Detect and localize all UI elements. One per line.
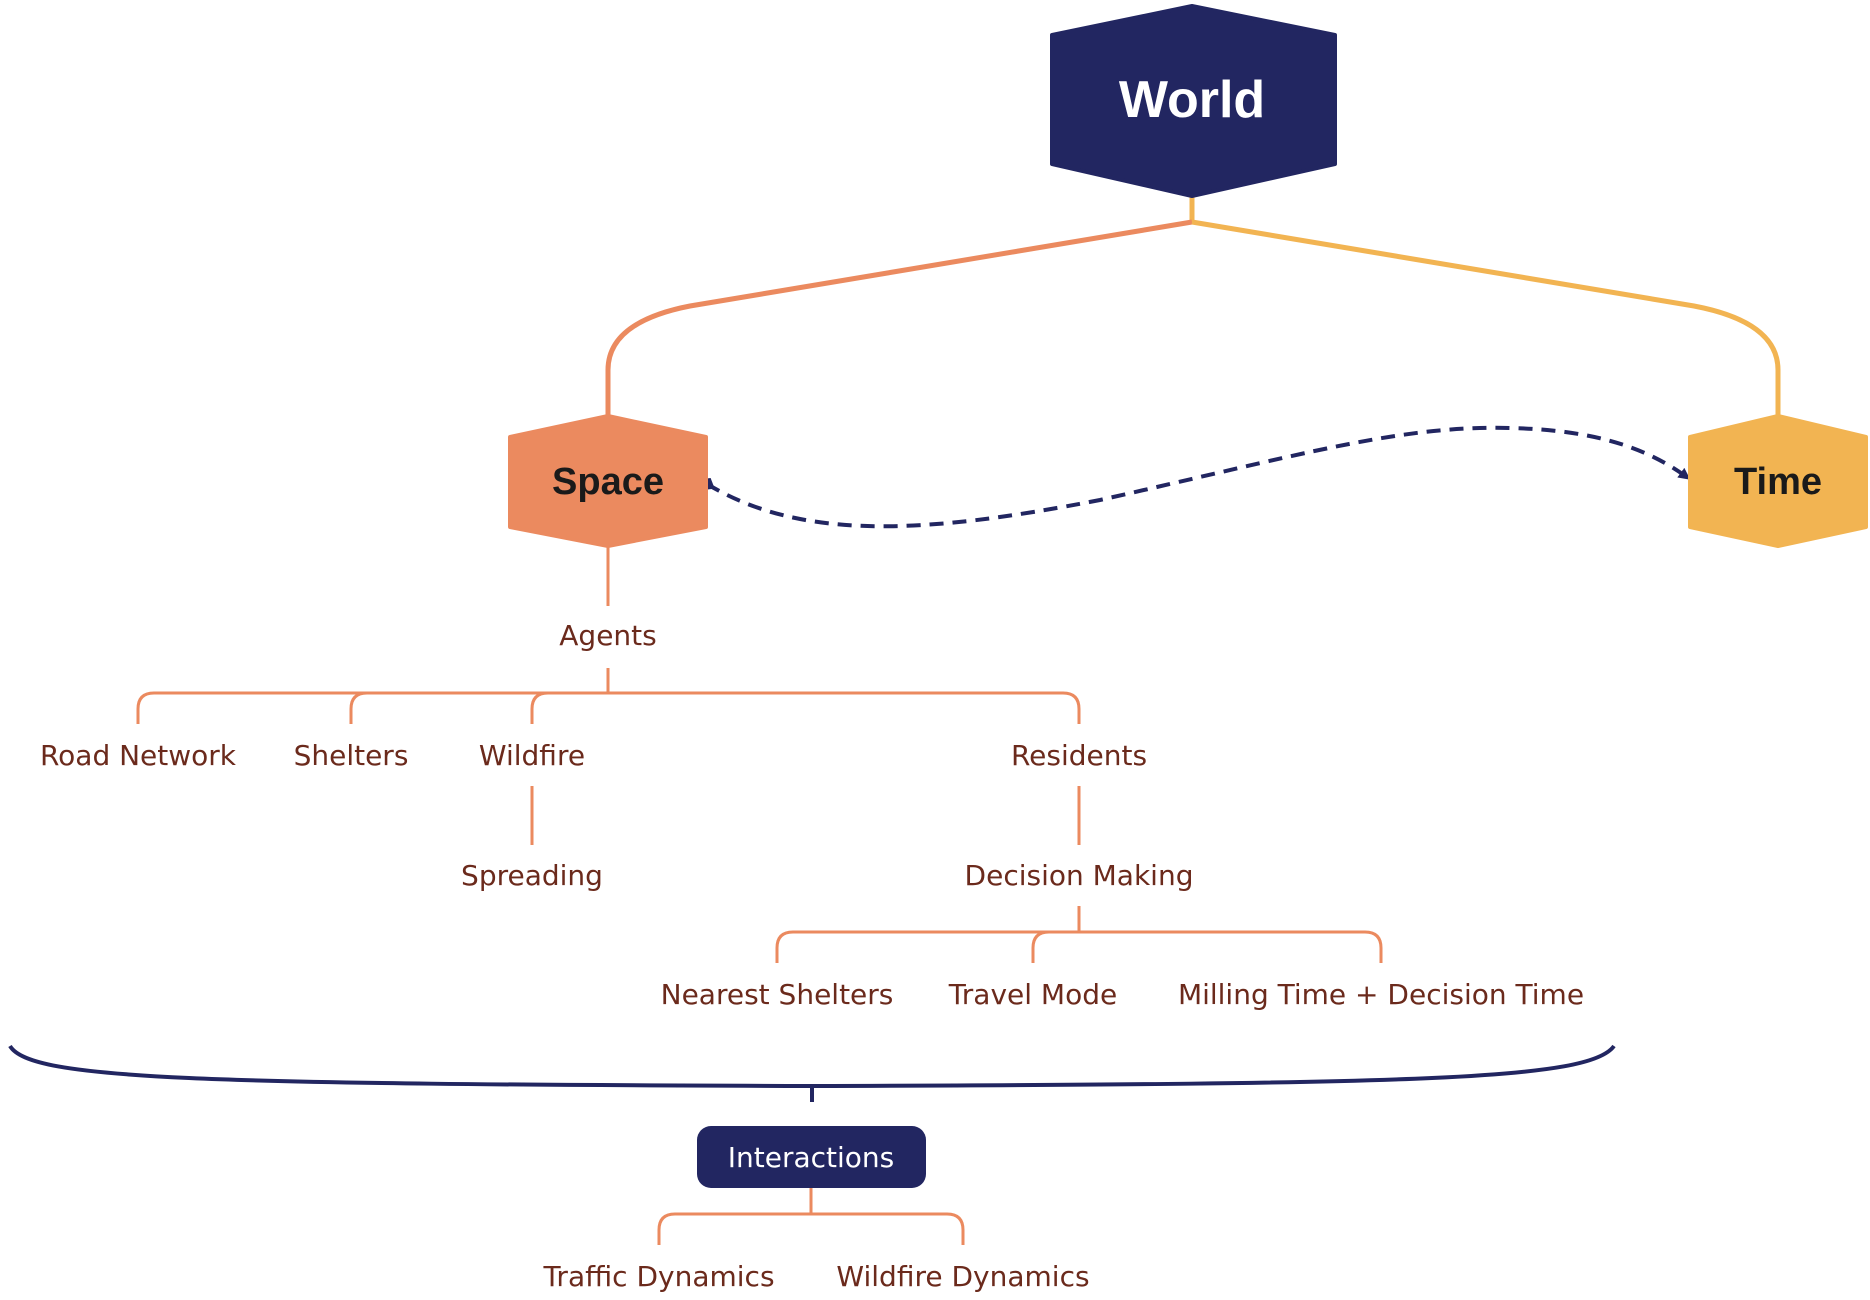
nearest-shelters-label: Nearest Shelters [661,978,894,1011]
road-network-label: Road Network [40,739,237,772]
space-label: Space [552,461,664,503]
wildfire-dynamics-label: Wildfire Dynamics [836,1260,1089,1293]
spreading-label: Spreading [461,859,603,892]
world-to-space-connector [605,219,1193,420]
time-node: Time [1688,414,1868,548]
world-node: World [1050,4,1337,198]
wildfire-label: Wildfire [479,739,585,772]
travel-mode-label: Travel Mode [948,978,1117,1011]
decision-bracket [775,906,1383,963]
interactions-brace [8,1044,1616,1089]
decision-making-label: Decision Making [965,859,1194,892]
shelters-label: Shelters [294,739,409,772]
interactions-bracket [657,1188,965,1245]
residents-label: Residents [1011,739,1147,772]
interactions-label: Interactions [728,1141,895,1174]
agents-bracket [136,668,1081,724]
world-label: World [1119,71,1265,129]
traffic-dynamics-label: Traffic Dynamics [542,1260,774,1293]
space-node: Space [508,414,708,548]
space-time-relation-arrow [699,425,1691,529]
time-label: Time [1734,461,1822,503]
world-to-time-connector [1191,219,1781,420]
agents-label: Agents [559,619,656,652]
interactions-node: Interactions [697,1126,926,1188]
world-hexagon [1050,4,1337,198]
time-hexagon [1688,414,1868,548]
interactions-pill [697,1126,926,1188]
milling-decision-time-label: Milling Time + Decision Time [1178,978,1584,1011]
